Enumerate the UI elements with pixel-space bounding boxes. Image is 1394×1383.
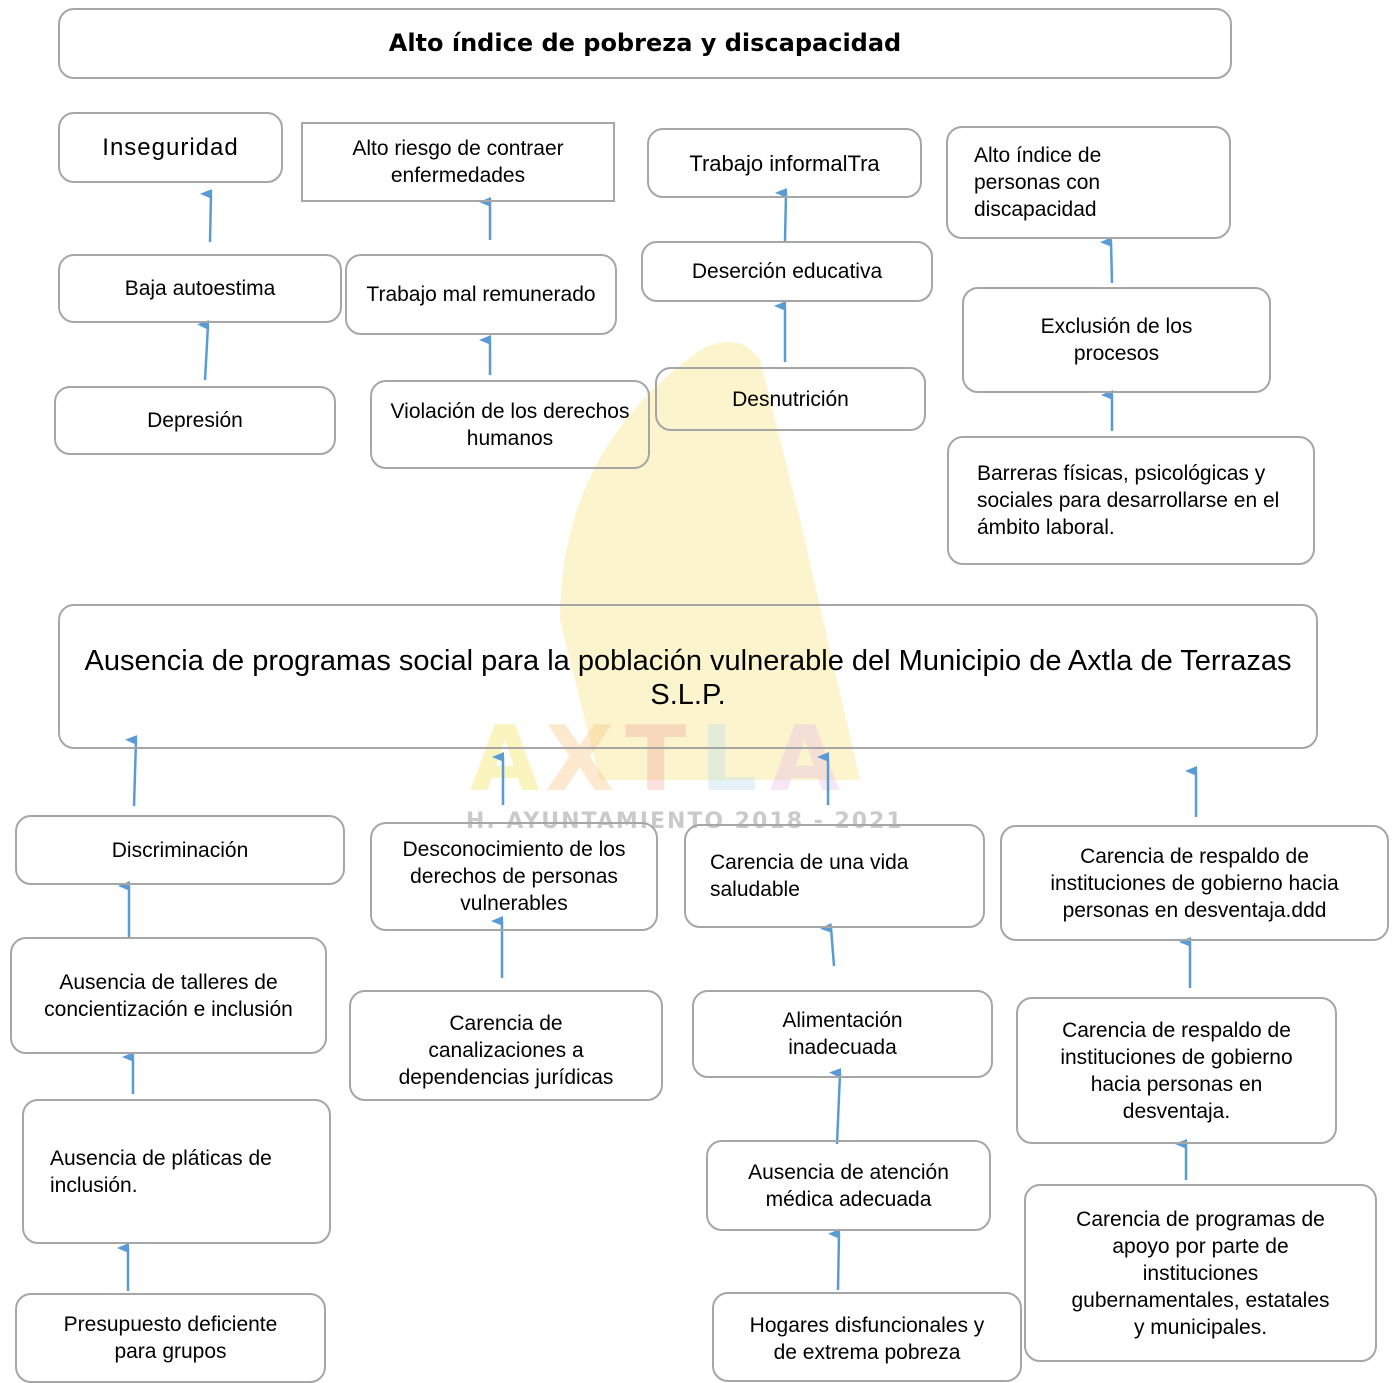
effect-label: Trabajo informalTra (689, 150, 880, 176)
effect-box: Alto índice de personas con discapacidad (946, 126, 1231, 239)
arrow (125, 735, 138, 807)
central-problem-box: Ausencia de programas social para la pob… (58, 604, 1318, 749)
cause-box: Ausencia de talleres de concientización … (10, 937, 327, 1054)
arrow (829, 1068, 842, 1145)
cause-label: Ausencia de atención médica adecuada (748, 1160, 949, 1211)
effect-box: Trabajo informalTra (647, 128, 922, 198)
cause-box: Carencia de canalizaciones a dependencia… (349, 990, 663, 1101)
effect-box: Trabajo mal remunerado (345, 254, 617, 335)
effects-title-box: Alto índice de pobreza y discapacidad (58, 8, 1232, 79)
cause-box: Hogares disfuncionales y de extrema pobr… (712, 1292, 1022, 1382)
central-problem-text: Ausencia de programas social para la pob… (84, 645, 1292, 711)
cause-box: Carencia de respaldo de instituciones de… (1000, 825, 1389, 941)
effect-label: Trabajo mal remunerado (366, 283, 596, 306)
cause-label: Ausencia de pláticas de inclusión. (50, 1146, 272, 1197)
cause-box: Ausencia de atención médica adecuada (706, 1140, 991, 1231)
cause-box: Ausencia de pláticas de inclusión. (22, 1099, 331, 1244)
cause-box: Carencia de una vida saludable (684, 824, 985, 928)
cause-label: Discriminación (111, 838, 249, 862)
arrow (820, 922, 836, 967)
effect-box: Depresión (54, 386, 336, 455)
effect-label: Alto riesgo de contraer enfermedades (352, 137, 564, 187)
cause-label: Carencia de canalizaciones a dependencia… (398, 1012, 614, 1089)
cause-label: Ausencia de talleres de concientización … (44, 970, 293, 1021)
cause-label: Carencia de una vida saludable (710, 851, 909, 901)
cause-box: Alimentación inadecuada (692, 990, 993, 1078)
arrow (775, 188, 788, 242)
cause-label: Carencia de programas de apoyo por parte… (1071, 1207, 1330, 1339)
effect-label: Desnutrición (732, 387, 849, 411)
cause-box: Carencia de respaldo de instituciones de… (1016, 997, 1337, 1144)
effect-box: Barreras físicas, psicológicas y sociale… (947, 436, 1315, 565)
cause-label: Hogares disfuncionales y de extrema pobr… (749, 1314, 985, 1364)
cause-label: Presupuesto deficiente para grupos (63, 1313, 278, 1363)
effect-box: Deserción educativa (641, 241, 933, 302)
effect-box: Inseguridad (58, 112, 283, 183)
arrow (197, 320, 210, 381)
cause-box: Desconocimiento de los derechos de perso… (370, 822, 658, 931)
cause-box: Presupuesto deficiente para grupos (15, 1293, 326, 1383)
effect-box: Desnutrición (655, 367, 926, 431)
effect-label: Baja autoestima (124, 277, 276, 300)
cause-label: Desconocimiento de los derechos de perso… (402, 838, 626, 915)
arrow (200, 189, 213, 243)
cause-box: Discriminación (15, 815, 345, 885)
effects-title: Alto índice de pobreza y discapacidad (388, 29, 902, 57)
arrow (828, 1229, 841, 1291)
effect-box: Baja autoestima (58, 254, 342, 323)
effect-box: Violación de los derechos humanos (370, 380, 650, 469)
effect-label: Exclusión de los procesos (1040, 315, 1193, 365)
effect-label: Barreras físicas, psicológicas y sociale… (977, 462, 1280, 539)
effect-box: Exclusión de los procesos (962, 287, 1271, 393)
cause-label: Alimentación inadecuada (782, 1009, 903, 1059)
cause-box: Carencia de programas de apoyo por parte… (1024, 1184, 1377, 1362)
cause-label: Carencia de respaldo de instituciones de… (1060, 1018, 1293, 1123)
arrow (1100, 236, 1114, 284)
effect-label: Violación de los derechos humanos (390, 399, 630, 450)
effect-label: Inseguridad (102, 134, 239, 161)
effect-label: Alto índice de personas con discapacidad (974, 144, 1102, 221)
effect-label: Depresión (147, 409, 243, 432)
effect-box: Alto riesgo de contraer enfermedades (301, 122, 615, 202)
effect-label: Deserción educativa (691, 260, 883, 283)
cause-label: Carencia de respaldo de instituciones de… (1050, 844, 1339, 922)
